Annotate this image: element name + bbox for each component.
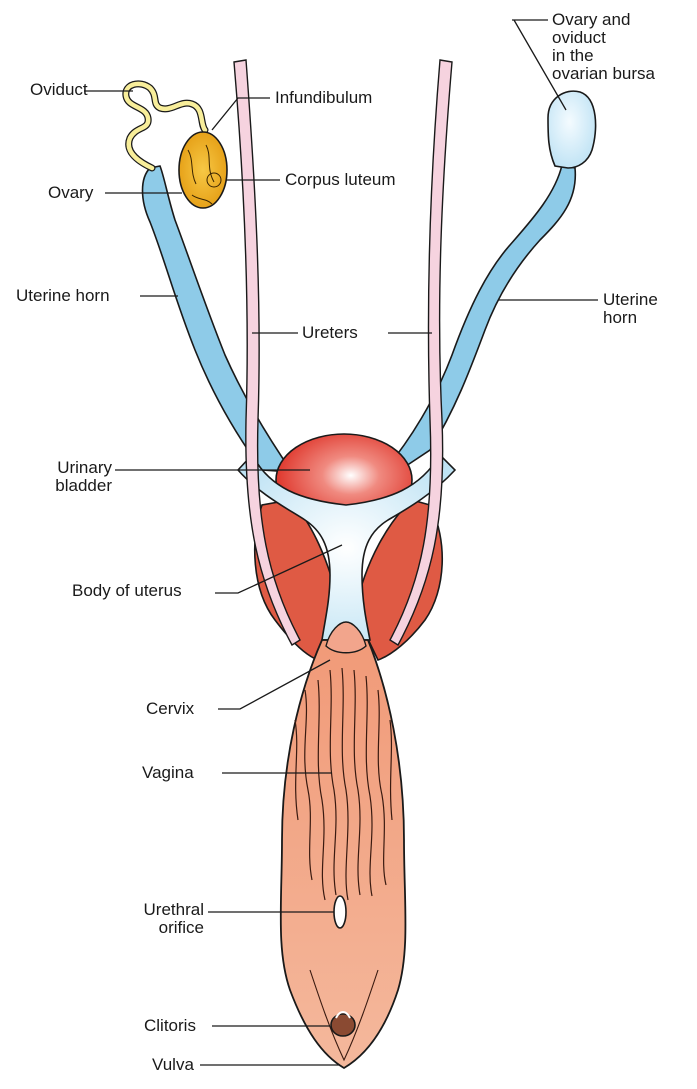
ovarian-bursa <box>547 90 597 169</box>
left-ureter <box>233 59 301 646</box>
label-urethral-orifice: Urethral orifice <box>143 900 204 937</box>
clitoris <box>330 1013 356 1037</box>
ovary <box>178 131 228 209</box>
label-clitoris: Clitoris <box>144 1016 196 1035</box>
label-uterine-horn-right: Uterine horn <box>603 290 658 327</box>
label-ovary: Ovary <box>48 183 94 202</box>
label-oviduct: Oviduct <box>30 80 88 99</box>
label-cervix: Cervix <box>146 699 195 718</box>
leader-lines <box>84 19 598 1066</box>
label-ureters: Ureters <box>302 323 358 342</box>
label-infundibulum: Infundibulum <box>275 88 373 107</box>
uterine-muscle-left <box>253 499 341 662</box>
label-corpus-luteum: Corpus luteum <box>285 170 396 189</box>
label-body-of-uterus: Body of uterus <box>72 581 182 600</box>
vagina <box>279 639 407 1070</box>
uterine-body <box>236 453 457 641</box>
right-uterine-horn <box>383 164 577 471</box>
label-uterine-horn-left: Uterine horn <box>16 286 110 305</box>
uterine-muscle-right <box>354 499 443 661</box>
label-ovary-bursa: Ovary and oviduct in the ovarian bursa <box>552 10 656 83</box>
urethral-orifice <box>333 895 347 929</box>
label-urinary-bladder: Urinary bladder <box>55 458 112 495</box>
left-uterine-horn <box>141 165 294 473</box>
cervix <box>325 621 367 654</box>
right-ureter <box>389 59 453 646</box>
label-vagina: Vagina <box>142 763 194 782</box>
label-vulva: Vulva <box>152 1055 194 1074</box>
vaginal-folds <box>294 667 393 901</box>
